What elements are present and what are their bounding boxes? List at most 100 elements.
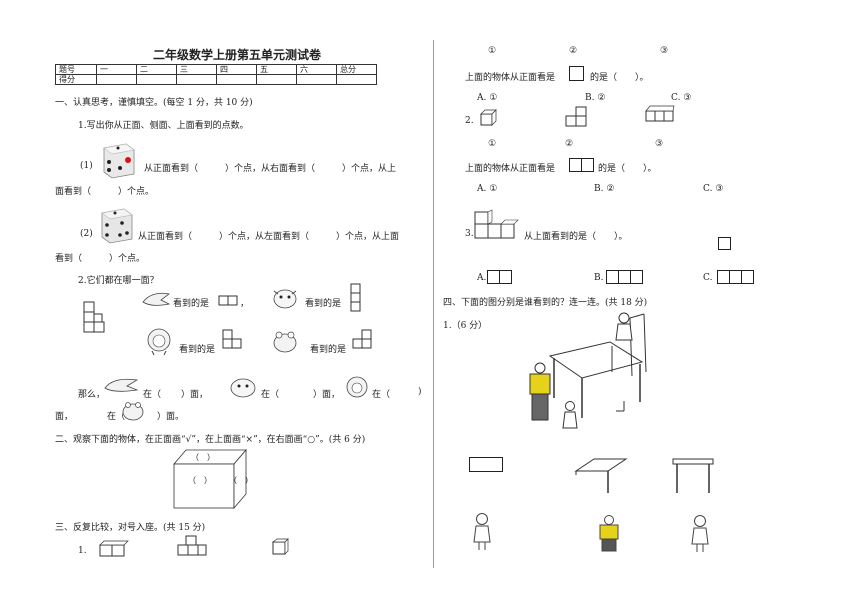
- score-cell: 题号: [55, 64, 97, 75]
- mian-label: 面，: [55, 412, 74, 422]
- r2-text-b: 的是（ ）。: [598, 164, 657, 174]
- section-1-heading: 一、认真思考，谨慎填空。(每空 1 分，共 10 分): [55, 98, 253, 108]
- page-title: 二年级数学上册第五单元测试卷: [153, 48, 322, 62]
- section-3-heading: 三、反复比较，对号入座。(共 15 分): [55, 523, 206, 533]
- answer-shape: [218, 295, 238, 306]
- score-table-score-row: 得分: [55, 74, 377, 85]
- r1-option-c[interactable]: C. ③: [671, 93, 692, 103]
- cube-option-3: [271, 538, 289, 555]
- r1-option-b[interactable]: B. ②: [585, 93, 606, 103]
- top-answer-paren[interactable]: （ ）: [191, 453, 215, 462]
- answer-shape: [352, 329, 372, 349]
- q1b-line2: 看到（ ）个点。: [55, 254, 146, 264]
- answer-shape: [569, 66, 584, 81]
- view-option-rectangle[interactable]: [469, 457, 503, 472]
- section-2-heading: 二、观察下面的物体，在正面画“√”，在上面画“×”，在右面画“○”。(共 6 分…: [55, 435, 366, 445]
- stacked-cubes-figure: [83, 301, 105, 333]
- r1-text-b: 的是（ ）。: [590, 73, 649, 83]
- at-label: 在（: [372, 390, 391, 400]
- score-cell: [296, 74, 337, 85]
- answer-shape: [350, 283, 361, 312]
- lion-icon: [346, 376, 368, 398]
- answer-shape: [741, 270, 754, 284]
- frog-icon: [122, 402, 144, 421]
- score-cell: 六: [296, 64, 337, 75]
- r3-option-a[interactable]: A.: [477, 273, 487, 283]
- face-end-label: ）面。: [157, 412, 185, 422]
- answer-shape: [499, 270, 512, 284]
- cube-option-2: [177, 535, 207, 556]
- r3-option-b[interactable]: B.: [594, 273, 604, 283]
- option-number: ①: [488, 139, 497, 149]
- question-2: 2.它们都在哪一面？: [78, 276, 159, 286]
- face-label: ）面，: [181, 390, 209, 400]
- score-cell: 得分: [55, 74, 97, 85]
- man-figure[interactable]: [598, 515, 620, 553]
- dice-icon: [101, 208, 133, 244]
- side-answer-paren[interactable]: （ ）: [229, 476, 253, 485]
- bird-icon: [104, 378, 139, 392]
- r1-option-a[interactable]: A. ①: [477, 93, 498, 103]
- option-number: ③: [655, 139, 664, 149]
- cow-icon: [230, 378, 256, 398]
- view-option-table-top[interactable]: [574, 457, 628, 497]
- q1a-line2: 面看到（ ）个点。: [55, 187, 155, 197]
- seen-label: 看到的是: [173, 299, 210, 309]
- then-label: 那么，: [78, 390, 106, 400]
- r3-text: 从上面看到的是（ ）。: [524, 232, 628, 242]
- cube-option-2: [565, 106, 587, 127]
- answer-shape: [630, 270, 643, 284]
- seen-label: 看到的是: [179, 345, 216, 355]
- r2-option-a[interactable]: A. ①: [477, 184, 498, 194]
- r2-option-c[interactable]: C. ③: [703, 184, 724, 194]
- score-cell: [216, 74, 257, 85]
- score-cell: [256, 74, 297, 85]
- bird-icon: [142, 292, 171, 306]
- girl-figure[interactable]: [688, 514, 712, 554]
- answer-shape: [222, 329, 242, 349]
- question-1: 1.写出你从正面、侧面、上面看到的点数。: [78, 121, 249, 131]
- girl-figure[interactable]: [470, 512, 494, 552]
- section-4-heading: 四、下面的图分别是谁看到的？连一连。(共 18 分): [443, 298, 648, 308]
- option-number: ③: [660, 46, 669, 56]
- option-number: ②: [569, 46, 578, 56]
- answer-shape: [718, 237, 731, 250]
- score-table: 题号 一 二 三 四 五 六 总分 得分: [55, 64, 377, 85]
- comma: ，: [240, 299, 250, 309]
- score-cell: [136, 74, 177, 85]
- q3-1-number: 1.: [78, 546, 87, 556]
- cube-option-3: [645, 105, 675, 122]
- r3-number: 3.: [465, 229, 474, 239]
- r2-option-b[interactable]: B. ②: [594, 184, 615, 194]
- q1b-line1: 从正面看到（ ）个点，从左面看到（ ）个点，从上面: [138, 232, 400, 242]
- cube-stack-figure: [474, 209, 519, 239]
- column-divider: [433, 40, 434, 568]
- r2-text-a: 上面的物体从正面看是: [465, 164, 556, 174]
- score-cell: [176, 74, 217, 85]
- view-option-table-side[interactable]: [671, 457, 715, 497]
- score-cell: 五: [256, 64, 297, 75]
- cube-option-1: [99, 540, 129, 557]
- q4-1-number: 1.（6 分）: [443, 321, 488, 331]
- r1-text-a: 上面的物体从正面看是: [465, 73, 556, 83]
- lion-icon: [147, 328, 171, 356]
- seen-label: 看到的是: [305, 299, 342, 309]
- score-cell: 总分: [336, 64, 377, 75]
- q1b-number: (2): [80, 229, 93, 239]
- at-label: 在（: [143, 390, 162, 400]
- score-cell: 四: [216, 64, 257, 75]
- score-cell: 三: [176, 64, 217, 75]
- r3-option-c[interactable]: C.: [703, 273, 713, 283]
- score-cell: [96, 74, 137, 85]
- seen-label: 看到的是: [310, 345, 347, 355]
- dice-icon: [103, 143, 135, 179]
- answer-shape: [581, 158, 594, 172]
- front-answer-paren[interactable]: （ ）: [188, 476, 212, 485]
- option-number: ①: [488, 46, 497, 56]
- q1a-number: (1): [80, 161, 93, 171]
- q1a-line1: 从正面看到（ ）个点，从右面看到（ ）个点，从上: [144, 164, 397, 174]
- option-number: ②: [565, 139, 574, 149]
- score-cell: 二: [136, 64, 177, 75]
- face-label: ）面，: [313, 390, 341, 400]
- score-cell: 一: [96, 64, 137, 75]
